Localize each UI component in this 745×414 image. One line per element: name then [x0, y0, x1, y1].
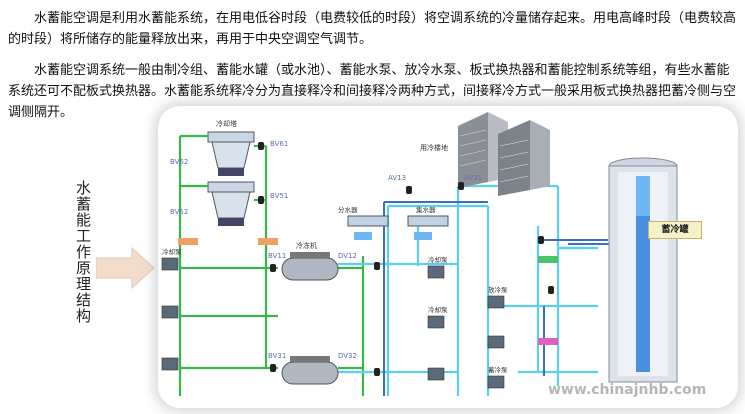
intro-paragraph: 水蓄能空调是利用水蓄能系统，在用电低谷时段（电费较低的时段）将空调系统的冷量储存… — [8, 11, 737, 47]
cooling-water-pipes — [178, 134, 365, 396]
valve-markers — [258, 142, 554, 376]
collector-label: 集水器 — [416, 205, 436, 214]
valve-label-av31: AV31 — [464, 174, 482, 182]
water-divider — [347, 215, 389, 227]
water-collector — [407, 215, 449, 227]
chiller-top — [281, 252, 339, 281]
watermark: www.chinajnhb.com — [548, 382, 707, 398]
divider-label: 分水器 — [338, 205, 358, 214]
building-label: 用冷楼地 — [420, 143, 448, 152]
building-icon — [458, 112, 550, 196]
valve-label-bv51: BV51 — [270, 192, 288, 200]
valve-label-bv62: BV62 — [170, 158, 188, 166]
cooling-tower-top — [207, 131, 255, 176]
structure-side-label: 水蓄能工作原理结构 — [74, 180, 92, 324]
pump-label-1: 冷却泵 — [428, 255, 448, 264]
tower-label: 冷却塔 — [216, 119, 237, 128]
components-paragraph: 水蓄能空调系统一般由制冷组、蓄能水罐（或水池）、蓄能水泵、放冷水泵、板式换热器和… — [8, 63, 737, 120]
valve-label-bv61: BV61 — [270, 140, 288, 148]
system-diagram-panel: 冷却塔 — [158, 106, 738, 408]
chilled-water-pipes — [338, 184, 598, 396]
system-diagram: 冷却塔 — [161, 112, 678, 396]
pump-label-4: 蓄冷泵 — [488, 365, 508, 374]
pump-label-3: 放冷泵 — [488, 285, 508, 294]
valve-label-dv32: DV32 — [338, 352, 357, 360]
valve-label-bv11: BV11 — [268, 252, 286, 260]
release-pumps — [427, 265, 505, 389]
right-arrow-icon — [96, 246, 155, 290]
pump-label-2: 冷却泵 — [428, 305, 448, 314]
storage-tank — [608, 157, 678, 383]
chiller-bottom — [281, 356, 339, 385]
cooling-pumps — [161, 257, 179, 371]
valve-label-dv12: DV12 — [338, 252, 357, 260]
valve-label-av13: AV13 — [388, 174, 406, 182]
valve-label-bv52: BV52 — [170, 208, 188, 216]
valve-label-bv31: BV31 — [268, 352, 286, 360]
storage-tank-label: 蓄冷罐 — [648, 221, 702, 239]
cooling-tower-bottom — [207, 181, 255, 226]
chiller-label: 冷冻机 — [296, 241, 317, 250]
control-boxes — [178, 232, 558, 345]
cooling-pump-label: 冷却泵 — [162, 247, 182, 256]
